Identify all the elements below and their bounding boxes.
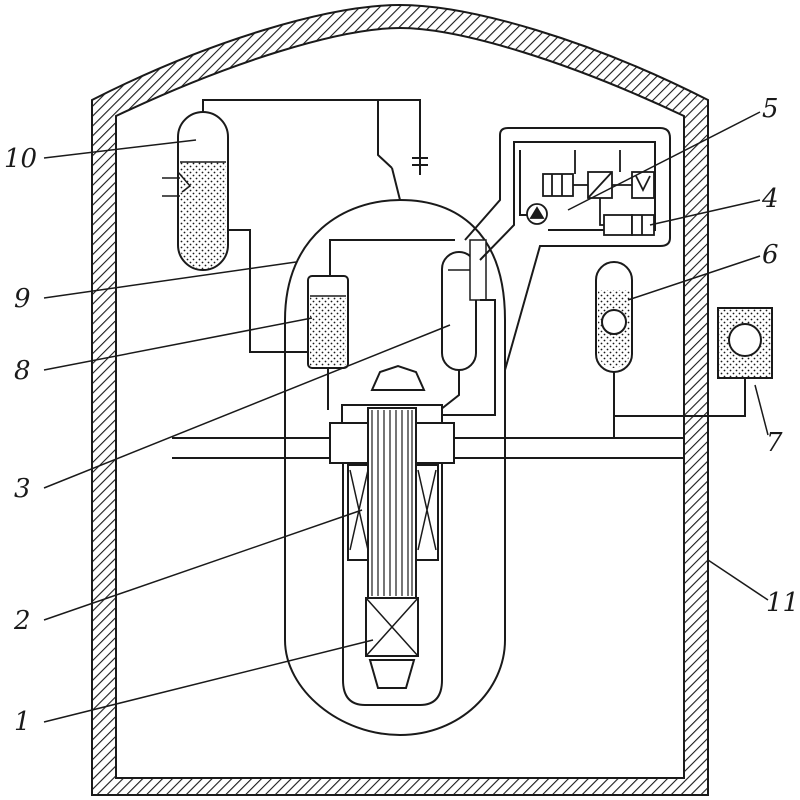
label-9: 9 [14, 284, 31, 314]
label-10: 10 [4, 144, 38, 174]
accumulator-tank-10 [162, 111, 229, 271]
pipe-8-to-3 [329, 239, 455, 276]
tank-7 [614, 307, 773, 417]
label-5: 5 [762, 94, 779, 124]
reactor-vessel [329, 364, 455, 706]
label-3: 3 [14, 474, 31, 504]
label-7: 7 [766, 428, 783, 458]
tank-6 [595, 261, 633, 438]
label-4: 4 [762, 184, 779, 214]
separator-3 [439, 239, 487, 411]
gas-line [202, 99, 428, 201]
heat-exchanger-group [526, 150, 655, 236]
label-8: 8 [14, 356, 31, 386]
label-11: 11 [766, 588, 800, 618]
label-6: 6 [762, 240, 779, 270]
label-1: 1 [14, 707, 31, 737]
pipe-10-to-8 [228, 229, 312, 353]
containment-wall [91, 3, 709, 796]
leader-lines [43, 111, 769, 723]
tank-8 [307, 275, 349, 410]
reactor-shaft [284, 198, 506, 737]
label-2: 2 [14, 606, 31, 636]
